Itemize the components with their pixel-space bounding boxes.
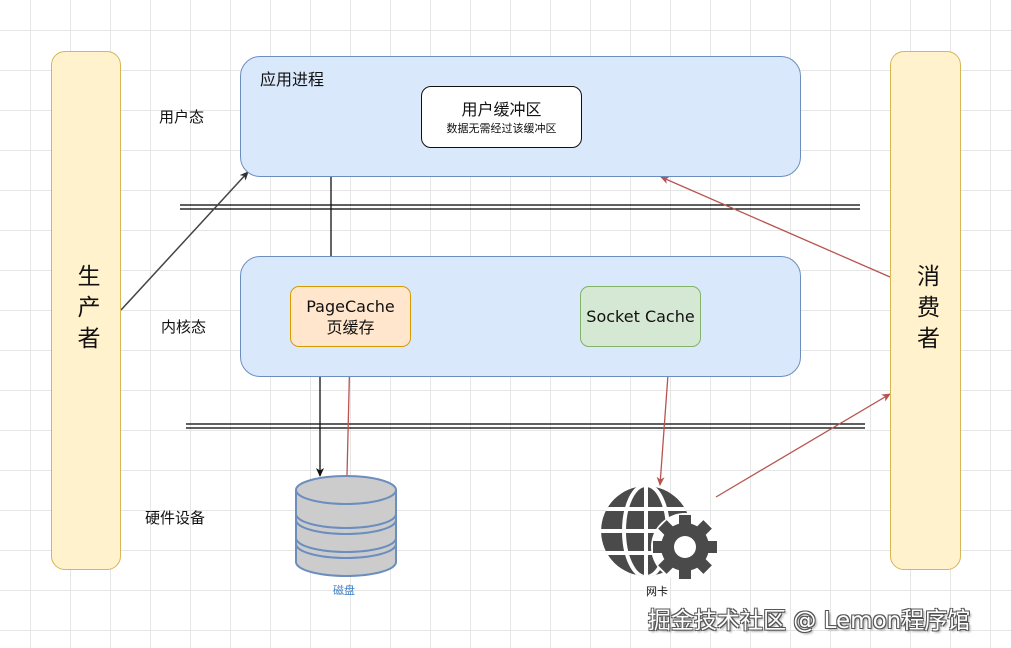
user-buffer-note: 数据无需经过该缓冲区 bbox=[446, 121, 557, 135]
watermark-text: 掘金技术社区 @ Lemon程序馆 bbox=[648, 608, 971, 634]
socket-cache-label: Socket Cache bbox=[586, 307, 695, 326]
consumer-label: 消费者 bbox=[912, 264, 939, 357]
page-cache-subtitle: 页缓存 bbox=[326, 317, 375, 337]
arrow-nic-to-consumer bbox=[715, 393, 891, 498]
app-process-title: 应用进程 bbox=[260, 70, 325, 89]
globe-gear-icon[interactable] bbox=[600, 487, 718, 581]
database-cylinder-icon[interactable] bbox=[292, 474, 400, 582]
arrow-producer-to-app bbox=[120, 171, 249, 311]
separator-kernel-hardware bbox=[186, 423, 865, 429]
separator-user-kernel bbox=[180, 204, 860, 210]
nic-label: 网卡 bbox=[646, 585, 668, 598]
user-mode-label: 用户态 bbox=[159, 108, 205, 126]
user-buffer-box[interactable]: 用户缓冲区 数据无需经过该缓冲区 bbox=[421, 86, 582, 148]
producer-lane[interactable]: 生产者 bbox=[51, 51, 121, 570]
producer-label: 生产者 bbox=[73, 264, 99, 357]
app-process-box[interactable]: 应用进程 用户缓冲区 数据无需经过该缓冲区 bbox=[240, 56, 801, 177]
consumer-lane[interactable]: 消费者 bbox=[890, 51, 961, 570]
user-buffer-title: 用户缓冲区 bbox=[461, 99, 542, 119]
socket-cache-box[interactable]: Socket Cache bbox=[580, 286, 701, 347]
kernel-mode-label: 内核态 bbox=[161, 318, 207, 336]
page-cache-box[interactable]: PageCache 页缓存 bbox=[290, 286, 411, 347]
page-cache-title: PageCache bbox=[306, 296, 395, 316]
disk-label: 磁盘 bbox=[333, 584, 355, 597]
hardware-label: 硬件设备 bbox=[145, 509, 206, 527]
arrow-consumer-to-app bbox=[660, 176, 891, 278]
